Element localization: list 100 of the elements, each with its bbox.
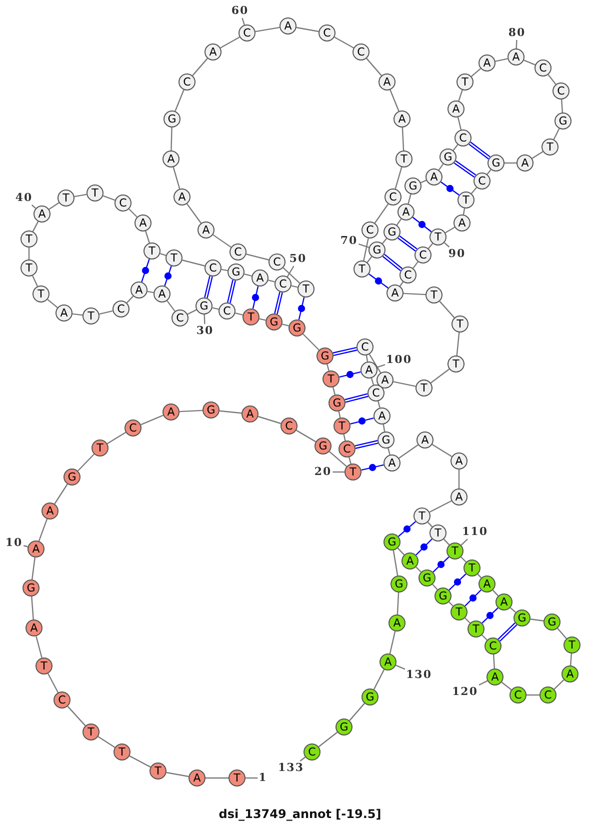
nucleotide-circle: C [356, 338, 374, 356]
nucleotide-circle: C [268, 254, 286, 270]
nucleotide-circle: C [172, 310, 188, 326]
nucleotide-circle: T [242, 308, 260, 326]
nucleotide-circle: G [314, 438, 332, 454]
nucleotide-circle: T [58, 190, 74, 206]
nucleotide-circle: T [464, 560, 480, 576]
nucleotide-circle: G [434, 588, 452, 604]
nucleotide-circle: G [488, 154, 504, 172]
nucleotide-circle: A [378, 74, 396, 90]
nucleotide-circle: T [20, 260, 38, 276]
nucleotide-circle: T [82, 308, 100, 324]
nucleotide-circle: T [82, 724, 100, 740]
nucleotide-circle: A [516, 154, 534, 172]
nucleotide-circle: T [92, 440, 108, 456]
nucleotide-circle: G [288, 320, 306, 336]
nucleotide-circle: T [20, 230, 38, 248]
nucleotide-circle: C [114, 194, 132, 212]
nucleotide-circle: A [386, 284, 404, 302]
nucleotide-circle: T [430, 524, 446, 542]
nucleotide-circle: A [394, 110, 410, 128]
nucleotide-circle: A [28, 540, 44, 558]
nucleotide-circle: A [376, 372, 394, 388]
nucleotide-circle: G [378, 432, 394, 448]
nucleotide-circle: C [338, 440, 356, 458]
nucleotide-circle: A [486, 668, 504, 686]
nucleotide-circle: C [178, 74, 196, 90]
position-number: 30 [196, 325, 214, 337]
position-number: 90 [448, 248, 466, 260]
nucleotide-circle: T [150, 762, 166, 780]
nucleotide-circle: A [252, 270, 268, 286]
nucleotide-circle: C [124, 420, 142, 436]
nucleotide-circle: A [204, 44, 222, 60]
position-number: 80 [508, 27, 526, 39]
nucleotide-circle: C [552, 82, 570, 100]
nucleotide-circle: C [400, 266, 416, 284]
nucleotide-circle: A [360, 362, 378, 378]
position-number: 100 [386, 354, 412, 366]
nucleotide-circle: G [440, 148, 456, 166]
diagram-caption: dsi_13749_annot [-19.5] [218, 807, 382, 821]
nucleotide-circle: G [368, 242, 386, 258]
nucleotide-circle: G [554, 112, 572, 130]
nucleotide-circle: T [452, 316, 468, 332]
nucleotide-circle: C [362, 222, 378, 238]
nucleotide-circle: T [542, 138, 558, 156]
nucleotide-circle: C [474, 172, 490, 190]
nucleotide-circle: G [228, 264, 244, 280]
nucleotide-circle: C [384, 188, 402, 206]
nucleotide-circle: T [334, 418, 350, 434]
nucleotide-circle: T [426, 286, 442, 304]
position-number: 50 [289, 253, 307, 265]
nucleotide-circle: T [564, 636, 580, 654]
nucleotide-circle: A [416, 432, 434, 448]
nucleotide-circle: G [266, 314, 282, 330]
nucleotide-circle: A [34, 206, 50, 222]
nucleotide-circle: G [316, 348, 334, 364]
nucleotide-circle: A [508, 48, 524, 66]
position-number: 133 [278, 762, 304, 774]
nucleotide-circle: A [374, 408, 390, 424]
position-number: 20 [314, 466, 332, 478]
nucleotide-circle: C [510, 686, 526, 704]
nucleotide-circle: A [242, 406, 258, 422]
nucleotide-circle: A [496, 594, 512, 610]
nucleotide-circle: A [398, 204, 414, 220]
nucleotide-circle: A [454, 214, 470, 232]
position-number: 110 [462, 526, 488, 538]
nucleotide-circle: T [468, 620, 484, 638]
nucleotide-circle: G [544, 614, 560, 630]
nucleotide-circle: C [414, 246, 432, 264]
nucleotide-circle: G [22, 580, 40, 596]
nucleotide-circle: A [26, 620, 42, 636]
nucleotide-circle: C [218, 302, 236, 320]
nucleotide-circle: A [450, 452, 468, 470]
nucleotide-circle: A [426, 168, 442, 186]
nucleotide-circle: T [32, 286, 50, 302]
nucleotide-circle: A [188, 770, 206, 786]
nucleotide-circle: A [450, 488, 468, 506]
nucleotide-circle: G [404, 178, 422, 194]
position-number: 120 [452, 686, 478, 698]
nucleotide-circle: A [162, 150, 180, 168]
nucleotide-circle: T [448, 356, 464, 372]
nucleotide-circle: G [336, 718, 352, 736]
nucleotide-circle: T [228, 770, 246, 786]
nucleotide-circle: A [130, 282, 148, 298]
nucleotide-circle: A [478, 576, 496, 592]
nucleotide-circle: T [36, 658, 52, 674]
nucleotide-circle: C [352, 44, 370, 60]
nucleotide-circle: A [154, 286, 170, 302]
nucleotide-circle: C [204, 260, 222, 276]
nucleotide-circle: A [388, 614, 406, 632]
nucleotide-circle: C [318, 24, 336, 42]
nucleotide-circle: G [196, 298, 212, 314]
nucleotide-circle: T [446, 542, 464, 560]
nucleotide-circle: G [384, 224, 400, 240]
nucleotide-circle: T [298, 280, 314, 298]
nucleotide-circle: T [114, 744, 130, 760]
nucleotide-circle: G [164, 110, 180, 128]
nucleotide-circle: A [448, 100, 464, 118]
nucleotide-circle: C [304, 744, 320, 760]
position-number: 70 [340, 235, 358, 247]
